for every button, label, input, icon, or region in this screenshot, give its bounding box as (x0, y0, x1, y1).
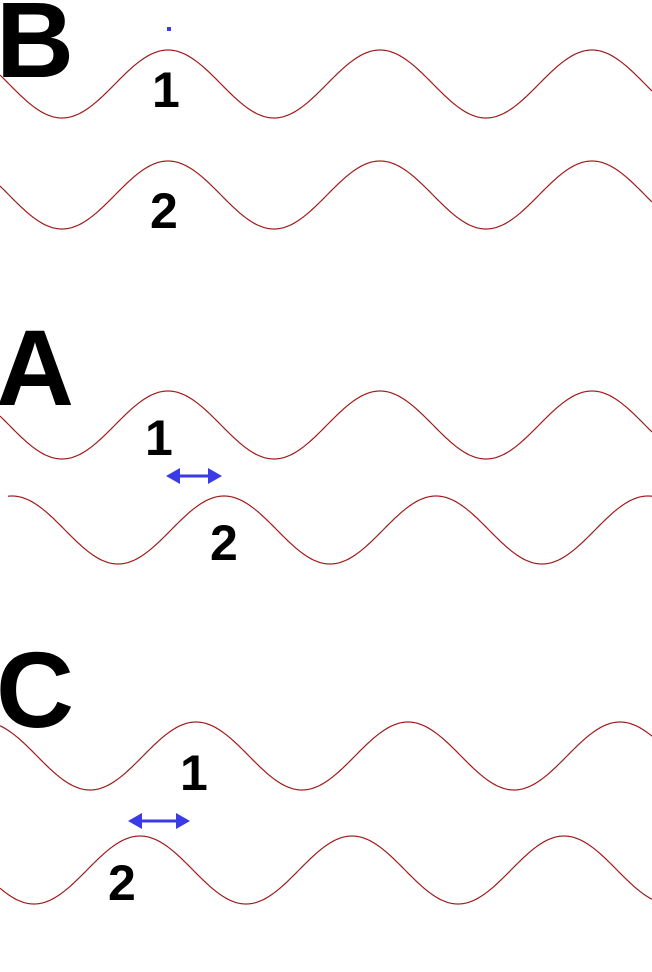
panel-b-wave-1 (0, 49, 652, 119)
panel-c-shift-arrow (128, 813, 190, 829)
panel-a: A 1 2 (0, 307, 652, 571)
panel-a-shift-arrow (166, 468, 222, 484)
panel-letter-a: A (0, 307, 74, 428)
panel-b-wave-2-label: 2 (150, 183, 178, 239)
panel-c-wave-1-label: 1 (180, 745, 208, 801)
panel-c-wave-2 (0, 835, 652, 905)
panel-a-wave-2-label: 2 (210, 515, 238, 571)
panel-b-phase-marker (167, 27, 171, 31)
panel-a-wave-2 (7, 495, 652, 565)
panel-letter-b: B (0, 0, 74, 100)
panel-c: C 1 2 (0, 629, 652, 911)
panel-a-wave-1 (0, 390, 652, 460)
panel-b-wave-2 (0, 160, 652, 230)
panel-b: B 1 2 (0, 0, 652, 239)
panel-c-wave-1 (0, 721, 652, 791)
panel-a-wave-1-label: 1 (145, 410, 173, 466)
panel-letter-c: C (0, 629, 74, 750)
panel-b-wave-1-label: 1 (152, 62, 180, 118)
panel-c-wave-2-label: 2 (108, 855, 136, 911)
